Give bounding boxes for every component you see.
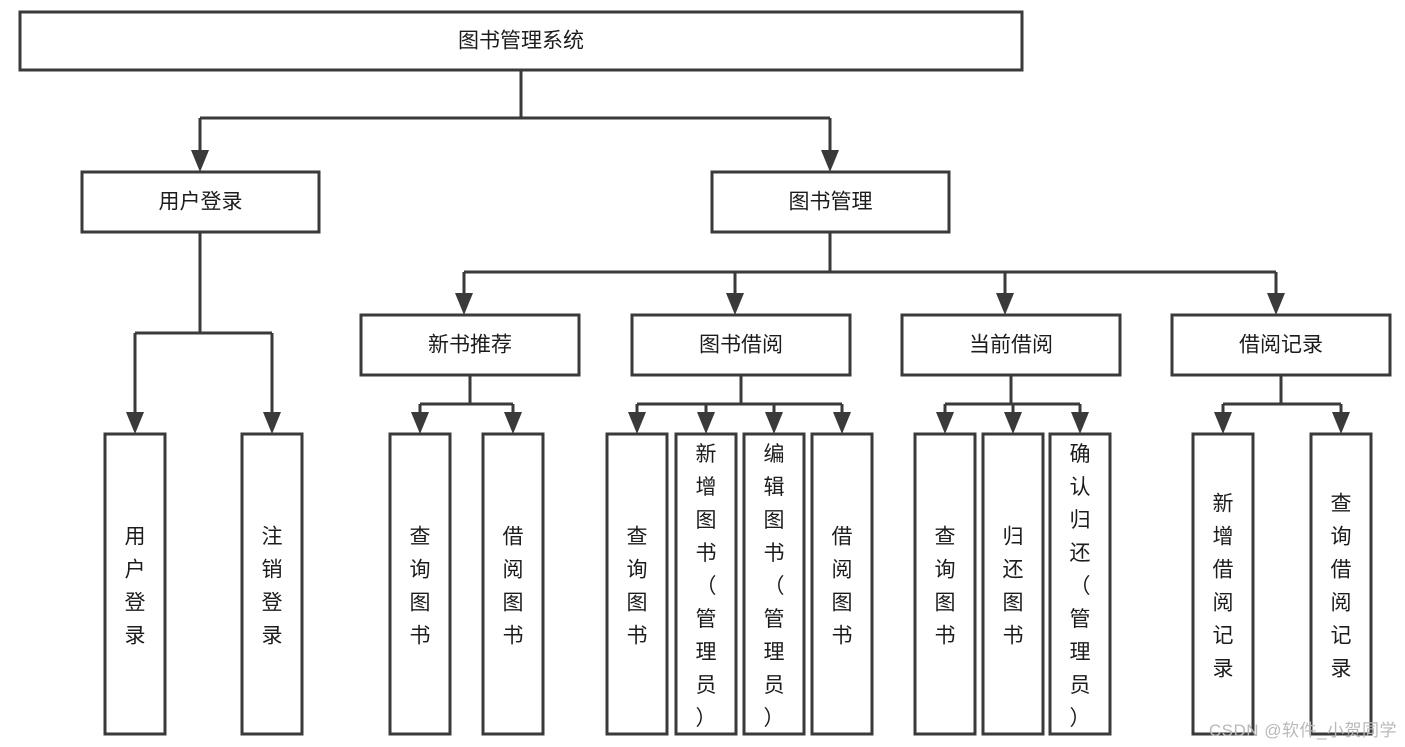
node-current-borrow[interactable]: 当前借阅 xyxy=(900,313,1122,377)
edge-group-bookmanage-to-level2 xyxy=(455,232,1285,315)
node-label: 当前借阅 xyxy=(969,334,1053,357)
node-box[interactable] xyxy=(913,432,977,736)
arrow-head-icon xyxy=(936,412,954,434)
node-leaf-query-book-1[interactable]: 查询图书 xyxy=(388,432,452,736)
node-box[interactable] xyxy=(103,432,167,736)
node-box[interactable] xyxy=(710,170,951,234)
node-label: 查询借阅记录 xyxy=(1331,493,1352,681)
edge-group-root-to-level1 xyxy=(191,70,839,172)
node-leaf-borrow-book-2[interactable]: 借阅图书 xyxy=(810,432,874,736)
arrow-head-icon xyxy=(1071,412,1089,434)
arrow-head-icon xyxy=(765,412,783,434)
node-label: 编辑图书（管理员） xyxy=(764,443,785,730)
arrow-head-icon xyxy=(1332,412,1350,434)
arrow-head-icon xyxy=(455,293,473,315)
arrow-head-icon xyxy=(726,293,744,315)
arrow-head-icon xyxy=(263,412,281,434)
edges-layer xyxy=(126,70,1350,434)
node-new-book-rec[interactable]: 新书推荐 xyxy=(359,313,581,377)
arrow-head-icon xyxy=(628,412,646,434)
node-leaf-query-book-2[interactable]: 查询图书 xyxy=(605,432,669,736)
node-label: 借阅图书 xyxy=(503,526,524,648)
arrow-head-icon xyxy=(126,412,144,434)
node-label: 借阅记录 xyxy=(1239,334,1323,357)
node-leaf-add-book[interactable]: 新增图书（管理员） xyxy=(674,432,738,736)
node-label: 查询图书 xyxy=(627,526,648,648)
node-borrow-record[interactable]: 借阅记录 xyxy=(1170,313,1392,377)
node-box[interactable] xyxy=(1309,432,1373,736)
node-box[interactable] xyxy=(359,313,581,377)
arrow-head-icon xyxy=(1214,412,1232,434)
node-box[interactable] xyxy=(810,432,874,736)
node-leaf-return-book[interactable]: 归还图书 xyxy=(981,432,1045,736)
edge-group-currentborrow-to-leaves xyxy=(936,375,1089,434)
node-leaf-query-book-3[interactable]: 查询图书 xyxy=(913,432,977,736)
node-box[interactable] xyxy=(674,432,738,736)
node-leaf-user-login[interactable]: 用户登录 xyxy=(103,432,167,736)
arrow-head-icon xyxy=(996,293,1014,315)
node-leaf-add-record[interactable]: 新增借阅记录 xyxy=(1191,432,1255,736)
arrow-head-icon xyxy=(1004,412,1022,434)
node-label: 注销登录 xyxy=(262,526,283,648)
node-leaf-logout[interactable]: 注销登录 xyxy=(240,432,304,736)
nodes-layer: 图书管理系统用户登录图书管理新书推荐图书借阅当前借阅借阅记录用户登录注销登录查询… xyxy=(18,10,1392,736)
node-label: 查询图书 xyxy=(410,526,431,648)
node-label: 确认归还（管理员） xyxy=(1070,443,1091,730)
node-box[interactable] xyxy=(18,10,1024,72)
arrow-head-icon xyxy=(821,150,839,172)
node-label: 查询图书 xyxy=(935,526,956,648)
node-box[interactable] xyxy=(1048,432,1112,736)
node-book-borrow[interactable]: 图书借阅 xyxy=(630,313,852,377)
arrow-head-icon xyxy=(1267,293,1285,315)
node-label: 归还图书 xyxy=(1003,526,1024,648)
node-label: 用户登录 xyxy=(159,191,243,214)
arrow-head-icon xyxy=(833,412,851,434)
edge-group-newbook-to-leaves xyxy=(411,375,522,434)
node-label: 新书推荐 xyxy=(428,334,512,357)
node-box[interactable] xyxy=(1170,313,1392,377)
node-label: 图书管理 xyxy=(789,191,873,214)
node-label: 用户登录 xyxy=(125,526,146,648)
node-box[interactable] xyxy=(1191,432,1255,736)
node-leaf-borrow-book-1[interactable]: 借阅图书 xyxy=(481,432,545,736)
arrow-head-icon xyxy=(411,412,429,434)
node-box[interactable] xyxy=(605,432,669,736)
node-leaf-query-record[interactable]: 查询借阅记录 xyxy=(1309,432,1373,736)
node-box[interactable] xyxy=(981,432,1045,736)
node-box[interactable] xyxy=(80,170,321,234)
node-box[interactable] xyxy=(388,432,452,736)
node-label: 新增借阅记录 xyxy=(1213,493,1234,681)
edge-group-bookborrow-to-leaves xyxy=(628,375,851,434)
node-label: 新增图书（管理员） xyxy=(696,443,717,730)
arrow-head-icon xyxy=(697,412,715,434)
node-box[interactable] xyxy=(240,432,304,736)
node-label: 图书管理系统 xyxy=(458,30,584,53)
node-user-login[interactable]: 用户登录 xyxy=(80,170,321,234)
node-leaf-edit-book[interactable]: 编辑图书（管理员） xyxy=(742,432,806,736)
arrow-head-icon xyxy=(191,150,209,172)
node-box[interactable] xyxy=(900,313,1122,377)
node-leaf-confirm-return[interactable]: 确认归还（管理员） xyxy=(1048,432,1112,736)
node-label: 借阅图书 xyxy=(832,526,853,648)
node-box[interactable] xyxy=(630,313,852,377)
node-box[interactable] xyxy=(742,432,806,736)
node-book-manage[interactable]: 图书管理 xyxy=(710,170,951,234)
edge-group-userlogin-to-leaves xyxy=(126,232,281,434)
node-box[interactable] xyxy=(481,432,545,736)
node-root[interactable]: 图书管理系统 xyxy=(18,10,1024,72)
arrow-head-icon xyxy=(504,412,522,434)
edge-group-borrowrecord-to-leaves xyxy=(1214,375,1350,434)
node-label: 图书借阅 xyxy=(699,334,783,357)
